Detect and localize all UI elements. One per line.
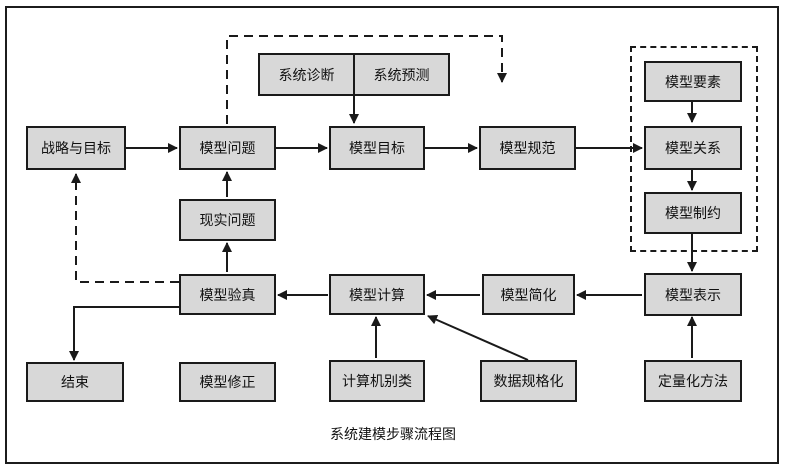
node-model-relations: 模型关系: [644, 126, 742, 170]
node-system-prediction: 系统预测: [353, 53, 450, 96]
diagram-caption: 系统建模步骤流程图: [330, 427, 456, 443]
edge-feedback-guifan: [226, 35, 507, 124]
node-quantification-method: 定量化方法: [644, 360, 742, 402]
node-model-validation: 模型验真: [179, 274, 276, 315]
node-computer-classification: 计算机别类: [329, 360, 425, 402]
edge-shuju-jisuan: [427, 315, 529, 361]
edge-yanzhen-jieshu: [69, 306, 179, 361]
node-model-representation: 模型表示: [644, 273, 742, 316]
node-end: 结束: [26, 362, 124, 402]
diagram-frame: [5, 6, 779, 464]
node-model-spec: 模型规范: [479, 126, 576, 170]
node-model-elements: 模型要素: [644, 61, 742, 102]
node-model-constraints: 模型制约: [644, 192, 742, 234]
model-structure-group: [630, 46, 758, 252]
node-strategy-goals: 战略与目标: [26, 126, 126, 170]
node-real-problem: 现实问题: [179, 199, 276, 241]
node-system-diagnosis: 系统诊断: [258, 53, 355, 96]
edge-feedback-zhanlue: [71, 173, 179, 283]
node-model-correction: 模型修正: [179, 362, 276, 402]
node-model-goal: 模型目标: [329, 126, 425, 170]
node-model-simplification: 模型简化: [482, 274, 575, 315]
node-data-normalization: 数据规格化: [480, 360, 577, 402]
node-model-problem: 模型问题: [179, 126, 276, 170]
node-model-computation: 模型计算: [329, 274, 425, 315]
